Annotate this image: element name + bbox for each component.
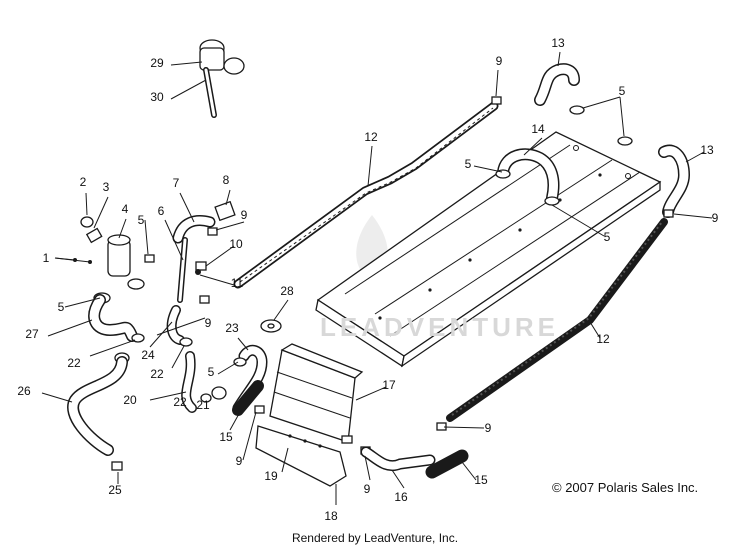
callout-c5d: 5 [604,230,611,244]
callout-c19: 19 [264,469,278,483]
callout-c4: 4 [122,202,129,216]
callout-c26: 26 [17,384,31,398]
callout-c5f: 5 [208,365,215,379]
callout-c5e: 5 [58,300,65,314]
heat-exchanger-bracket [255,425,347,505]
cooler-rail-upper [233,101,499,289]
callout-c13a: 13 [551,36,565,50]
hose-cluster-lower-left [89,305,227,413]
callout-c9g: 9 [364,482,371,496]
bypass-hoses [164,189,236,303]
callout-c12a: 12 [364,130,378,144]
callout-c22c: 22 [173,395,187,409]
crossover-hose [495,148,560,206]
callout-c18: 18 [324,509,338,523]
fittings-10-11 [195,245,235,286]
callout-c9d: 9 [205,316,212,330]
footer-prefix: Rendered by [291,531,364,545]
callout-c15a: 15 [219,430,233,444]
hose-27 [47,294,138,342]
callout-c9b: 9 [241,208,248,222]
callout-c15b: 15 [474,473,488,487]
callout-c3: 3 [103,180,110,194]
watermark-text: LEADVENTURE [320,312,560,342]
callout-c16: 16 [394,490,408,504]
callout-c2: 2 [80,175,87,189]
copyright-notice: © 2007 Polaris Sales Inc. [552,480,699,495]
callout-c1: 1 [43,251,50,265]
callout-c10: 10 [229,237,243,251]
leader-lines-misc [64,69,713,461]
callout-c14: 14 [531,122,545,136]
callout-c6: 6 [158,204,165,218]
callout-c9f: 9 [236,454,243,468]
footer-company: LeadVenture, Inc. [363,531,459,545]
callout-c20: 20 [123,393,137,407]
tunnel-cooler-panel [315,131,662,368]
callout-c5c: 5 [138,213,145,227]
hose-16-sleeve-15 [360,426,485,489]
grommets-top [569,96,633,146]
callout-c28: 28 [280,284,294,298]
callout-c30: 30 [150,90,164,104]
callout-c22a: 22 [67,356,81,370]
right-hose-elbow [658,144,705,218]
callout-c22b: 22 [150,367,164,381]
callout-c5b: 5 [465,157,472,171]
heat-exchanger [269,343,387,444]
callout-c5a: 5 [619,84,626,98]
callout-c12b: 12 [596,332,610,346]
callout-c25: 25 [108,483,122,497]
hose-26 [41,352,130,484]
callout-c21: 21 [196,398,210,412]
hose-clamps [144,96,674,455]
callout-c27: 27 [25,327,39,341]
thermostat-housing [54,192,145,304]
upper-hose-elbow [534,51,580,106]
bleed-valve-assembly [170,39,245,118]
callout-c24: 24 [141,348,155,362]
callout-c29: 29 [150,56,164,70]
washer-28 [260,299,289,333]
cooler-rail-lower [446,218,668,422]
callout-c8: 8 [223,173,230,187]
callout-c17: 17 [382,378,396,392]
callout-c13b: 13 [700,143,714,157]
callout-c11: 11 [231,276,244,290]
callout-c9c: 9 [712,211,719,225]
hose-23-15 [217,337,268,431]
callout-c9a: 9 [496,54,503,68]
callout-c7: 7 [173,176,180,190]
rendered-by-footer: Rendered by LeadVenture, Inc. [0,531,750,545]
callout-c23: 23 [225,321,239,335]
callout-c9e: 9 [485,421,492,435]
